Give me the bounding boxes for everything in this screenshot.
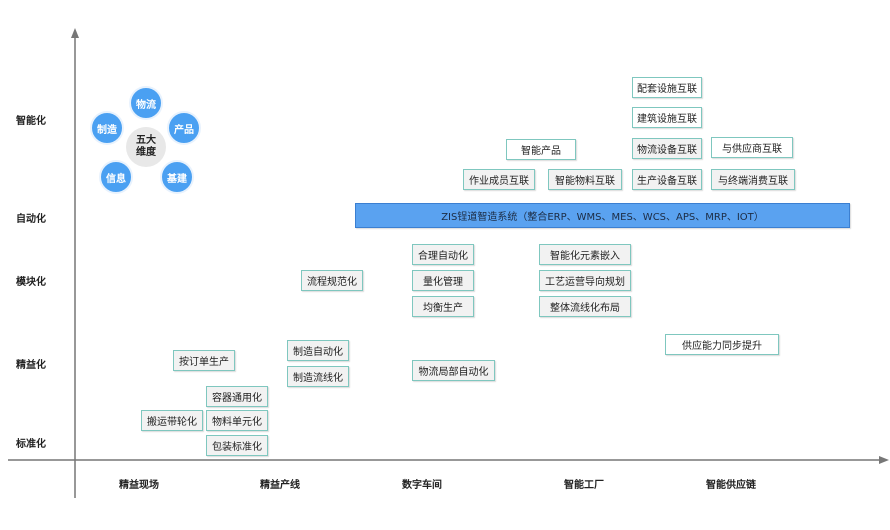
box-shengchan-shebei-hulian: 生产设备互联	[632, 169, 702, 190]
petal-jijian: 基建	[160, 160, 194, 194]
box-lianghua-guanli: 量化管理	[412, 270, 474, 291]
box-peitao-sheshi-hulian: 配套设施互联	[632, 77, 702, 98]
box-yu-zhongduan-xiaofei-hulian: 与终端消费互联	[711, 169, 795, 190]
box-zhizao-zidonghua: 制造自动化	[287, 340, 349, 361]
five-dimensions-center: 五大维度	[126, 127, 166, 167]
box-zhizao-liuxianhua: 制造流线化	[287, 366, 349, 387]
box-zuoye-chengyuan-hulian: 作业成员互联	[463, 169, 535, 190]
box-jianzhu-sheshi-hulian: 建筑设施互联	[632, 107, 702, 128]
box-an-dingdan-shengchan: 按订单生产	[173, 350, 235, 371]
box-zhengti-liuxianhua-buju: 整体流线化布局	[539, 296, 631, 317]
box-gongyi-yunying-daoxiang-guihua: 工艺运营导向规划	[539, 270, 631, 291]
box-zhineng-chanpin: 智能产品	[506, 139, 576, 160]
box-zis-system-bar: ZIS锃道智造系统（整合ERP、WMS、MES、WCS、APS、MRP、IOT）	[355, 203, 850, 228]
box-junheng-shengchan: 均衡生产	[412, 296, 474, 317]
y-label-zhinenghua: 智能化	[16, 116, 46, 127]
x-label-zhineng-gongyinglian: 智能供应链	[706, 480, 756, 491]
box-heli-zidonghua: 合理自动化	[412, 244, 474, 265]
petal-chanpin: 产品	[167, 111, 201, 145]
box-yu-gongyingshang-hulian: 与供应商互联	[711, 137, 793, 158]
x-label-zhineng-gongchang: 智能工厂	[564, 480, 604, 491]
box-liucheng-guifanhua: 流程规范化	[301, 270, 363, 291]
box-zhinenghua-yuansu-qianru: 智能化元素嵌入	[539, 244, 631, 265]
petal-zhizao: 制造	[90, 111, 124, 145]
box-wuliao-danyuanhua: 物料单元化	[206, 410, 268, 431]
box-gongying-nengli-tongbu-tisheng: 供应能力同步提升	[665, 334, 779, 355]
y-label-jingyihua: 精益化	[16, 360, 46, 371]
x-label-shuzi-chejian: 数字车间	[402, 480, 442, 491]
box-rongqi-tongyonghua: 容器通用化	[206, 386, 268, 407]
y-axis-arrow	[71, 28, 79, 38]
box-baozhuang-biaozhunhua: 包装标准化	[206, 435, 268, 456]
box-banyun-dailunhua: 搬运带轮化	[141, 410, 203, 431]
x-label-jingyi-chanxian: 精益产线	[260, 480, 300, 491]
y-label-zidonghua: 自动化	[16, 214, 46, 225]
x-axis-arrow	[879, 456, 889, 464]
petal-wuliu: 物流	[129, 86, 163, 120]
y-label-biaozhunhua: 标准化	[16, 439, 46, 450]
petal-xinxi: 信息	[99, 160, 133, 194]
box-wuliu-shebei-hulian: 物流设备互联	[632, 138, 702, 159]
y-label-mokuaihua: 模块化	[16, 277, 46, 288]
box-wuliu-jubu-zidonghua: 物流局部自动化	[412, 360, 495, 381]
box-zhineng-wuliao-hulian: 智能物料互联	[548, 169, 622, 190]
x-label-jingyi-xianchang: 精益现场	[119, 480, 159, 491]
